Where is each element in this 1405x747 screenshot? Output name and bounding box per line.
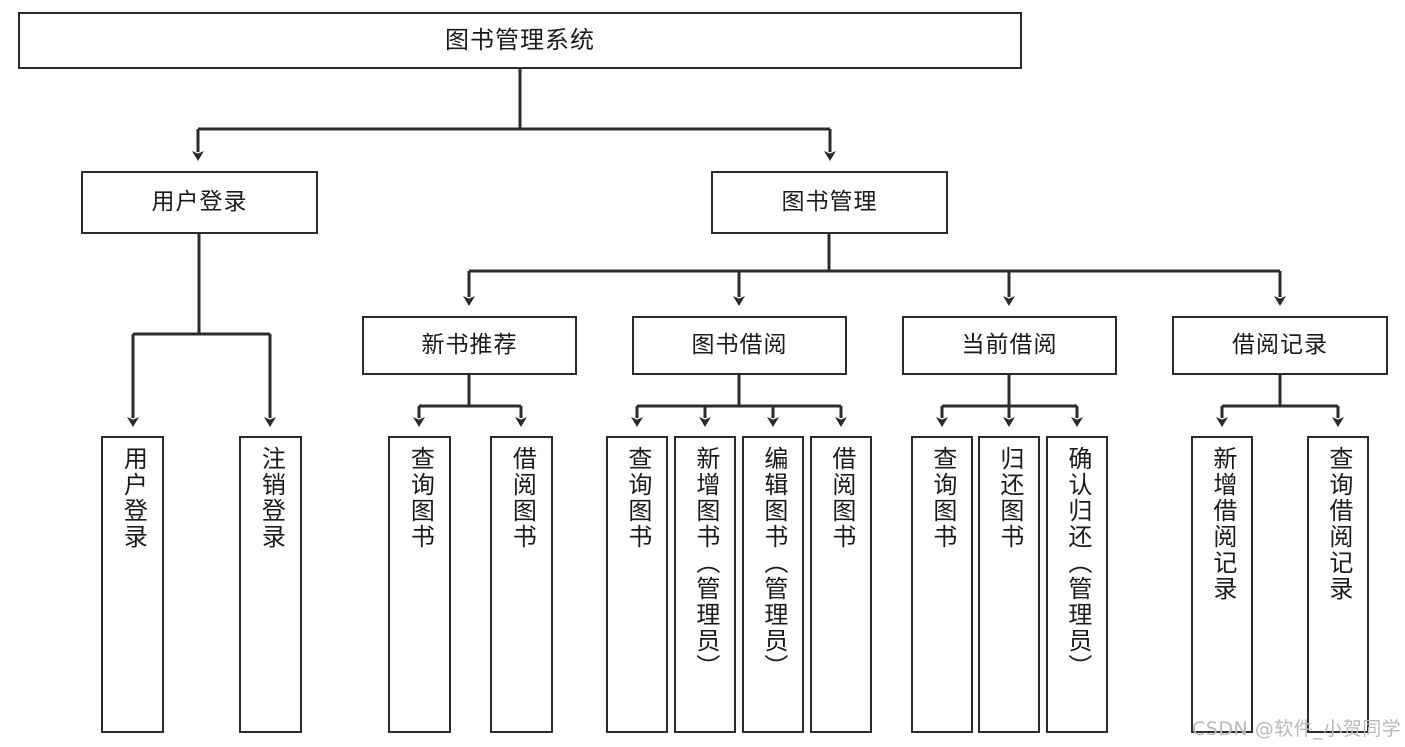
leaf-query-books-borrow[interactable]: 查询图书 xyxy=(606,436,668,733)
leaf-return-books[interactable]: 归还图书 xyxy=(978,436,1040,733)
node-root[interactable]: 图书管理系统 xyxy=(18,12,1022,69)
node-book-management[interactable]: 图书管理 xyxy=(711,171,948,234)
leaf-edit-book-admin[interactable]: 编辑图书（管理员） xyxy=(742,436,804,733)
leaf-borrow-books[interactable]: 借阅图书 xyxy=(810,436,872,733)
leaf-label: 确认归还（管理员） xyxy=(1063,446,1092,680)
csdn-watermark: CSDN @软件_小贺同学 xyxy=(1192,718,1402,740)
leaf-label: 用户登录 xyxy=(119,446,148,550)
leaf-label: 查询借阅记录 xyxy=(1324,446,1353,602)
leaf-confirm-return-admin[interactable]: 确认归还（管理员） xyxy=(1046,436,1108,733)
leaf-label: 新增图书（管理员） xyxy=(691,446,720,680)
node-book-borrow[interactable]: 图书借阅 xyxy=(632,316,847,375)
node-label: 用户登录 xyxy=(151,188,248,215)
leaf-borrow-books-recommend[interactable]: 借阅图书 xyxy=(490,436,553,733)
leaf-query-borrow-record[interactable]: 查询借阅记录 xyxy=(1307,436,1369,733)
node-user-login[interactable]: 用户登录 xyxy=(81,171,318,234)
node-current-borrow[interactable]: 当前借阅 xyxy=(902,316,1117,375)
leaf-query-books-current[interactable]: 查询图书 xyxy=(911,436,973,733)
leaf-query-books-recommend[interactable]: 查询图书 xyxy=(388,436,451,733)
leaf-user-login[interactable]: 用户登录 xyxy=(101,436,164,733)
leaf-label: 注销登录 xyxy=(257,446,286,550)
node-borrow-records[interactable]: 借阅记录 xyxy=(1172,316,1388,375)
node-label: 当前借阅 xyxy=(961,331,1058,358)
leaf-label: 借阅图书 xyxy=(827,446,856,550)
leaf-label: 归还图书 xyxy=(995,446,1024,550)
node-label: 新书推荐 xyxy=(421,331,518,358)
leaf-label: 查询图书 xyxy=(406,446,435,550)
node-label: 图书管理 xyxy=(781,188,878,215)
node-label: 图书借阅 xyxy=(691,331,788,358)
leaf-logout[interactable]: 注销登录 xyxy=(239,436,302,733)
node-new-book-recommend[interactable]: 新书推荐 xyxy=(362,316,577,375)
leaf-add-book-admin[interactable]: 新增图书（管理员） xyxy=(674,436,736,733)
leaf-label: 查询图书 xyxy=(623,446,652,550)
leaf-label: 新增借阅记录 xyxy=(1208,446,1237,602)
node-label: 借阅记录 xyxy=(1232,331,1328,358)
leaf-label: 查询图书 xyxy=(928,446,957,550)
node-label: 图书管理系统 xyxy=(445,26,595,55)
leaf-add-borrow-record[interactable]: 新增借阅记录 xyxy=(1191,436,1253,733)
leaf-label: 借阅图书 xyxy=(508,446,537,550)
leaf-label: 编辑图书（管理员） xyxy=(759,446,788,680)
